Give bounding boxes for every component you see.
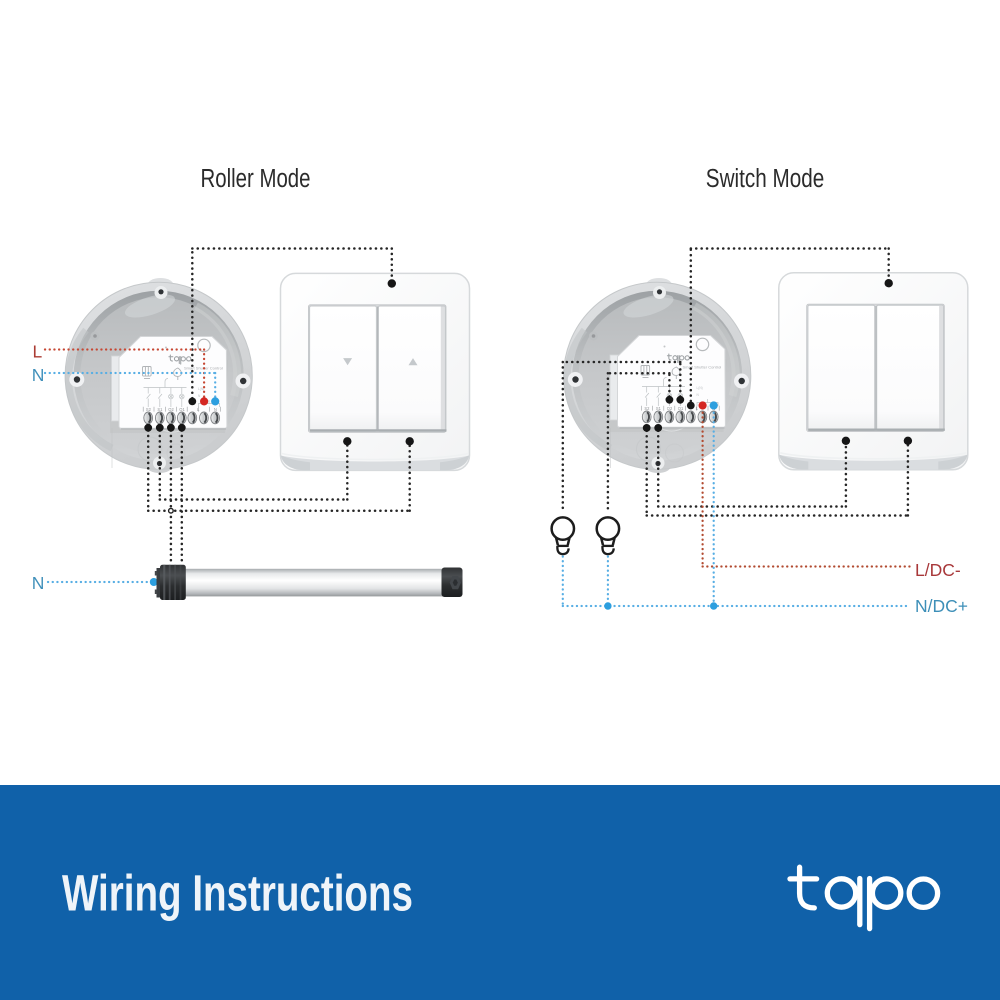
- svg-text:Switch Mode: Switch Mode: [706, 165, 825, 193]
- svg-text:Wiring Instructions: Wiring Instructions: [62, 865, 413, 922]
- svg-text:L: L: [33, 341, 43, 361]
- svg-text:N: N: [32, 573, 45, 593]
- svg-text:N/DC+: N/DC+: [915, 596, 968, 616]
- svg-text:Roller Mode: Roller Mode: [201, 165, 311, 193]
- svg-text:L/DC-: L/DC-: [915, 560, 961, 580]
- svg-text:N: N: [32, 365, 45, 385]
